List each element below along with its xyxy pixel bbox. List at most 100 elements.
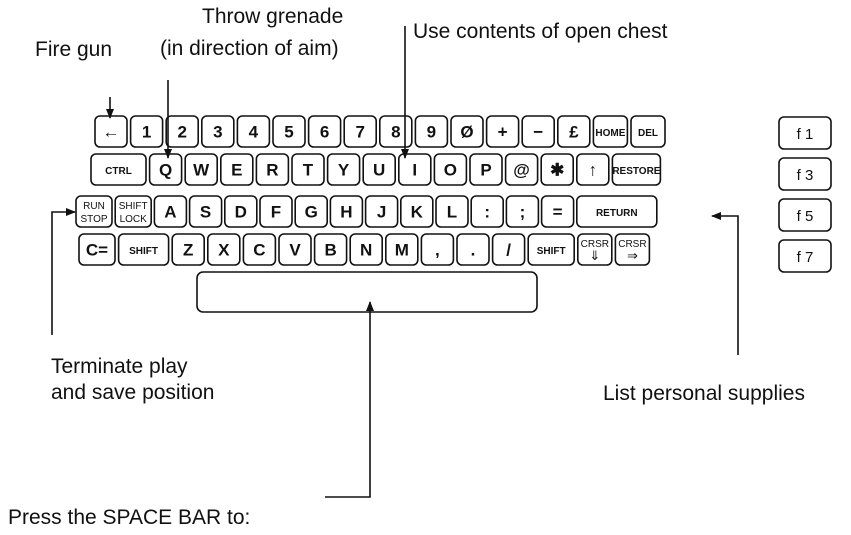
spacebar-arrow — [325, 301, 374, 498]
key-cap — [329, 195, 364, 228]
key-label: 8 — [391, 123, 400, 142]
key-cap — [540, 153, 575, 186]
key-period: . — [456, 233, 490, 266]
key-cap — [778, 239, 832, 273]
key-g: G — [294, 195, 329, 228]
key-label: / — [506, 241, 511, 260]
key-cap — [420, 233, 455, 266]
key-cap — [165, 115, 199, 148]
key-label: Ø — [460, 123, 473, 142]
key-o: O — [433, 153, 468, 186]
key-cap — [291, 153, 325, 186]
key-cap — [556, 115, 591, 148]
key-label: Q — [159, 161, 172, 180]
key-label: RETURN — [596, 208, 638, 219]
key-label: C — [253, 241, 265, 260]
key-label: ; — [520, 203, 526, 222]
key-label: 6 — [320, 123, 329, 142]
key-cap — [313, 233, 348, 266]
key-cap — [630, 115, 666, 148]
key-home: HOME — [592, 115, 629, 148]
key-cap — [456, 233, 490, 266]
key-cap — [469, 153, 503, 186]
key-cap — [504, 153, 539, 186]
key-h: H — [329, 195, 364, 228]
grenade-label-line1: Throw grenade — [202, 5, 344, 28]
terminate-label-line2: and save position — [51, 381, 215, 404]
key-cap — [778, 116, 832, 150]
key-label: S — [200, 203, 211, 222]
key-label: G — [305, 203, 318, 222]
key-cap — [184, 153, 218, 186]
key-label: P — [480, 161, 491, 180]
key-label: f 3 — [797, 167, 814, 184]
key-label: 1 — [142, 123, 151, 142]
key-9: 9 — [414, 115, 449, 148]
key-label: W — [193, 161, 210, 180]
key-cap — [575, 195, 658, 228]
key-r: R — [255, 153, 290, 186]
key-cap — [433, 153, 468, 186]
key-cap — [527, 233, 576, 266]
key-j: J — [364, 195, 399, 228]
key-cap — [778, 198, 832, 232]
annotation-lines — [51, 26, 739, 498]
key-ctrl: CTRL — [90, 153, 147, 186]
key-cap — [384, 233, 419, 266]
grenade-label-line2: (in direction of aim) — [160, 37, 339, 60]
key-cap — [236, 115, 271, 148]
key-c: C — [242, 233, 277, 266]
key-label: 7 — [355, 123, 364, 142]
key-x: X — [207, 233, 241, 266]
key-left-arrow: ← — [94, 115, 128, 148]
key-d: D — [224, 195, 258, 228]
key-label: T — [303, 161, 314, 180]
key-cap — [307, 115, 342, 148]
key-equals: = — [540, 195, 575, 228]
key-label: f 7 — [797, 249, 814, 266]
key-cap — [349, 233, 384, 266]
key-cap — [188, 195, 223, 228]
key-commodore: C= — [78, 233, 116, 266]
key-cap — [90, 153, 147, 186]
key-label: F — [271, 203, 281, 222]
key-z: Z — [171, 233, 205, 266]
key-cap — [778, 157, 832, 191]
key-u: U — [362, 153, 397, 186]
key-label: . — [471, 241, 476, 260]
key-pound: £ — [556, 115, 591, 148]
key-f-7: f 7 — [778, 239, 832, 273]
key-cap — [78, 233, 116, 266]
key-colon: : — [470, 195, 505, 228]
key-cap — [435, 195, 469, 228]
key-t: T — [291, 153, 325, 186]
key-l: L — [435, 195, 469, 228]
key-cap — [196, 271, 538, 313]
key-minus: − — [521, 115, 556, 148]
key-cap — [592, 115, 629, 148]
key-label: − — [533, 123, 543, 142]
key-label: D — [235, 203, 247, 222]
key-cap — [153, 195, 188, 228]
key-5: 5 — [272, 115, 306, 148]
key-label: L — [447, 203, 457, 222]
key-cap — [207, 233, 241, 266]
key-label: ← — [103, 123, 120, 142]
key-label: A — [164, 203, 176, 222]
key-p: P — [469, 153, 503, 186]
key-cap — [491, 233, 526, 266]
key-label: @ — [513, 161, 530, 180]
key-cap — [611, 153, 662, 186]
key-cap — [117, 233, 170, 266]
key-4: 4 — [236, 115, 271, 148]
key-plus: + — [485, 115, 520, 148]
key-crsr: CRSR⇒ — [614, 233, 651, 266]
key-cap — [201, 115, 235, 148]
key-up-arrow: ↑ — [575, 153, 610, 186]
key-label: K — [411, 203, 424, 222]
key-cap — [614, 233, 651, 266]
key-cap — [505, 195, 540, 228]
key-label: U — [373, 161, 385, 180]
key-cap — [540, 195, 575, 228]
key-s: S — [188, 195, 223, 228]
